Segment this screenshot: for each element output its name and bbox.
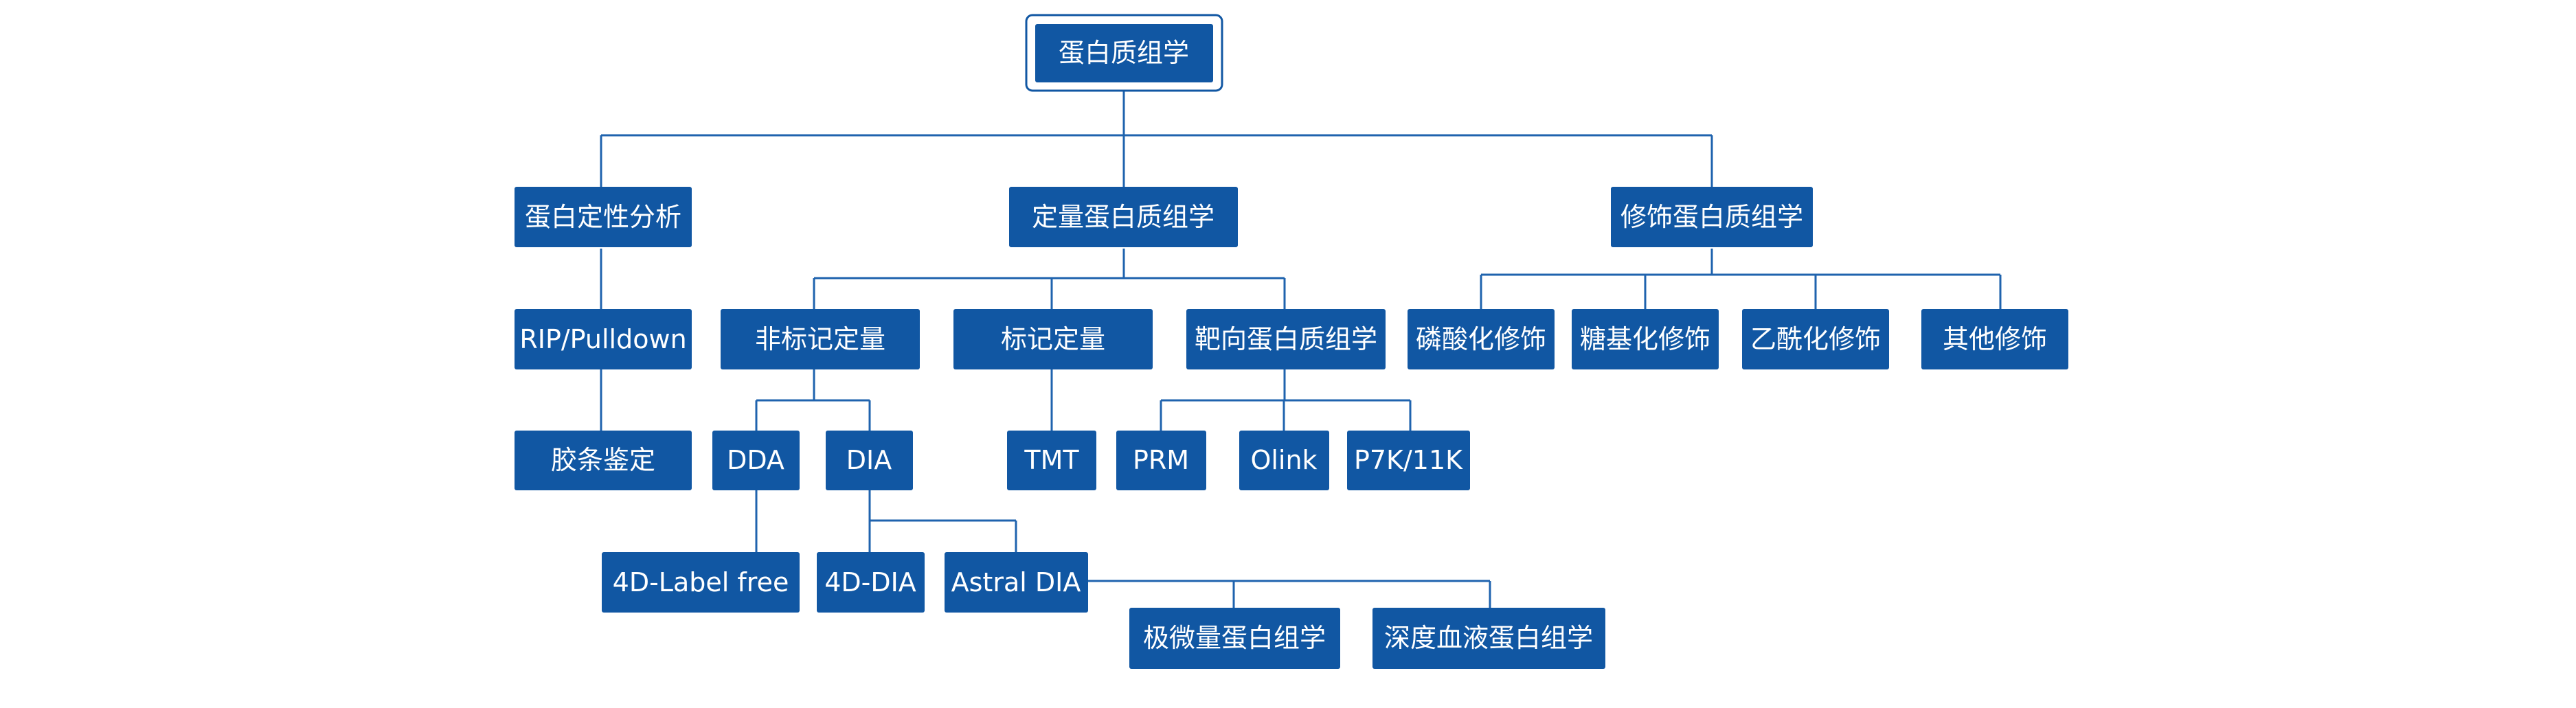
node-gel-identification-label: 胶条鉴定	[551, 445, 655, 475]
node-modification-label: 修饰蛋白质组学	[1620, 202, 1803, 232]
node-targeted-proteomics[interactable]: 靶向蛋白质组学	[1186, 309, 1386, 369]
node-micro-proteomics[interactable]: 极微量蛋白组学	[1129, 608, 1340, 669]
node-dia-label: DIA	[846, 445, 892, 475]
node-rip-pulldown[interactable]: RIP/Pulldown	[515, 309, 692, 369]
node-tmt[interactable]: TMT	[1007, 431, 1096, 490]
node-4d-dia-label: 4D-DIA	[824, 567, 916, 597]
edge-labelfree-to-dda-dia	[755, 369, 871, 431]
node-acetylation-label: 乙酰化修饰	[1750, 324, 1881, 354]
node-modification[interactable]: 修饰蛋白质组学	[1611, 187, 1813, 247]
node-qualitative-label: 蛋白定性分析	[525, 202, 681, 232]
edge-astral-to-children	[1088, 580, 1491, 608]
node-quantitative-label: 定量蛋白质组学	[1032, 202, 1214, 232]
root-frame	[1025, 14, 1223, 92]
edge-root-to-level1	[600, 91, 1713, 187]
edge-modification-to-level2	[1480, 249, 2002, 309]
node-deep-plasma-proteomics-label: 深度血液蛋白组学	[1384, 623, 1593, 653]
node-tmt-label: TMT	[1024, 445, 1079, 475]
node-glycosylation[interactable]: 糖基化修饰	[1572, 309, 1719, 369]
node-acetylation[interactable]: 乙酰化修饰	[1742, 309, 1889, 369]
node-root-label: 蛋白质组学	[1059, 38, 1189, 68]
node-p7k-11k-label: P7K/11K	[1354, 445, 1463, 475]
node-root[interactable]: 蛋白质组学	[1025, 14, 1223, 92]
node-astral-dia[interactable]: Astral DIA	[945, 552, 1088, 613]
node-dda[interactable]: DDA	[712, 431, 800, 490]
edge-targeted-to-children	[1160, 369, 1412, 431]
node-phosphorylation-label: 磷酸化修饰	[1416, 324, 1546, 354]
node-dia[interactable]: DIA	[826, 431, 913, 490]
node-4d-label-free-label: 4D-Label free	[613, 567, 789, 597]
node-qualitative[interactable]: 蛋白定性分析	[515, 187, 692, 247]
node-label-free-quant-label: 非标记定量	[755, 324, 885, 354]
node-prm-label: PRM	[1133, 445, 1189, 475]
node-deep-plasma-proteomics[interactable]: 深度血液蛋白组学	[1372, 608, 1605, 669]
connectors	[600, 91, 2002, 608]
edge-quantitative-to-level2	[813, 249, 1286, 309]
node-labeled-quant-label: 标记定量	[1001, 324, 1105, 354]
node-glycosylation-label: 糖基化修饰	[1580, 324, 1710, 354]
node-rip-pulldown-label: RIP/Pulldown	[519, 324, 686, 354]
node-astral-dia-label: Astral DIA	[951, 567, 1081, 597]
node-olink-label: Olink	[1250, 445, 1317, 475]
node-label-free-quant[interactable]: 非标记定量	[721, 309, 920, 369]
node-phosphorylation[interactable]: 磷酸化修饰	[1408, 309, 1555, 369]
node-other-modification-label: 其他修饰	[1943, 324, 2047, 354]
node-micro-proteomics-label: 极微量蛋白组学	[1143, 623, 1326, 653]
node-labeled-quant[interactable]: 标记定量	[953, 309, 1153, 369]
node-olink[interactable]: Olink	[1239, 431, 1329, 490]
node-prm[interactable]: PRM	[1116, 431, 1206, 490]
node-targeted-proteomics-label: 靶向蛋白质组学	[1195, 324, 1377, 354]
node-4d-label-free[interactable]: 4D-Label free	[602, 552, 800, 613]
node-4d-dia[interactable]: 4D-DIA	[817, 552, 925, 613]
node-quantitative[interactable]: 定量蛋白质组学	[1009, 187, 1238, 247]
node-gel-identification[interactable]: 胶条鉴定	[515, 431, 692, 490]
node-dda-label: DDA	[727, 445, 784, 475]
node-p7k-11k[interactable]: P7K/11K	[1347, 431, 1470, 490]
edge-dia-to-children	[868, 490, 1017, 552]
node-other-modification[interactable]: 其他修饰	[1921, 309, 2068, 369]
